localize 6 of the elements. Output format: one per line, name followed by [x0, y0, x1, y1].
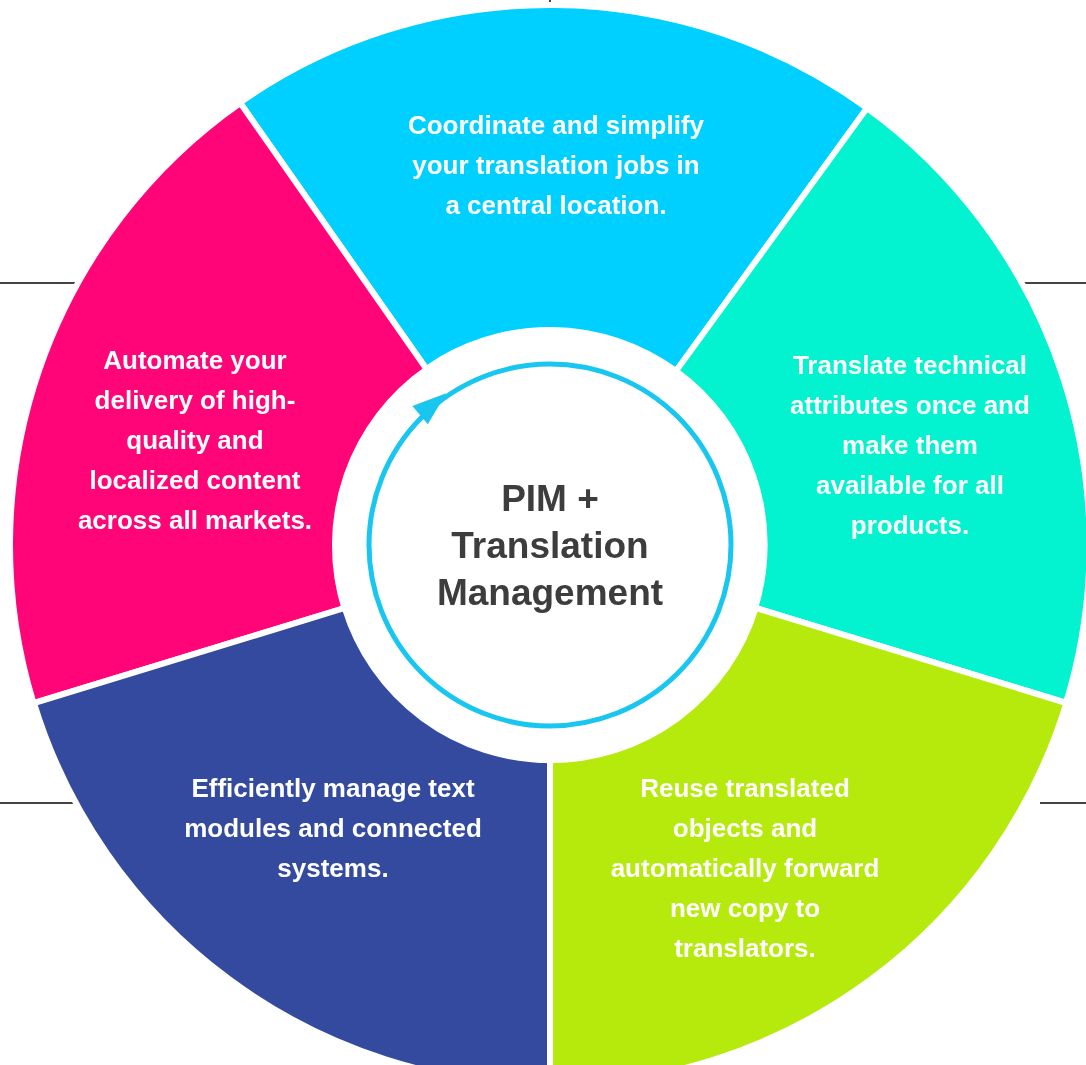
segment-text: Coordinate and simplify your translation jobs in a central location. — [406, 109, 706, 222]
segment-text: Reuse translated objects and automatically forward new copy to translators. — [609, 772, 881, 965]
hub-title: PIM + Translation Management — [436, 476, 664, 615]
segment-text: Automate your delivery of high-quality and localized content across all markets. — [77, 344, 313, 537]
segment-text: Efficiently manage text modules and connected systems. — [183, 772, 483, 885]
segment-text: Translate technical attributes once and make them available for all products. — [790, 349, 1030, 542]
